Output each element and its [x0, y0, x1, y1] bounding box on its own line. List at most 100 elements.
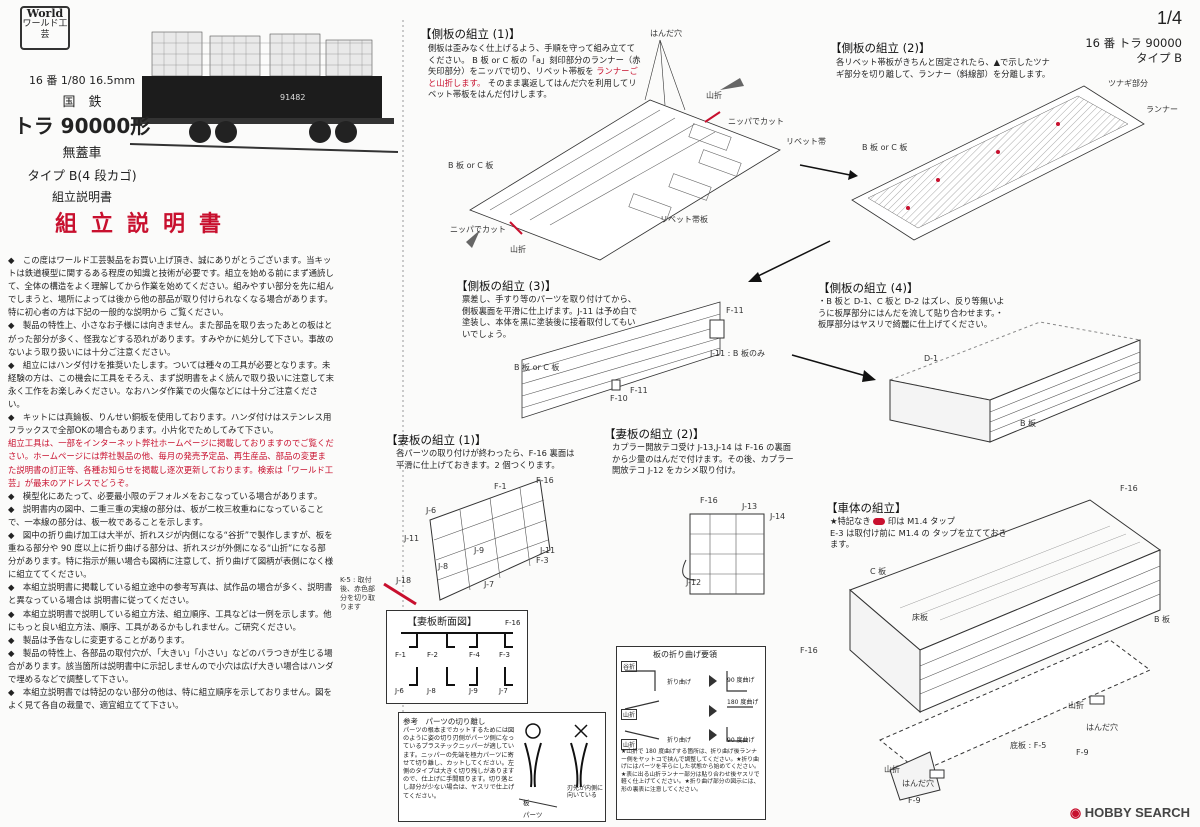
label-f16-c: F-16	[1120, 484, 1138, 493]
label-f3: F-3	[536, 556, 549, 565]
section1-text-red: ランナーごと山折します。	[428, 66, 638, 88]
end-panel-2-diagram	[682, 513, 765, 595]
sect-label: J-6	[395, 687, 404, 695]
section2-title: 【側板の組立 (2)】	[830, 41, 931, 55]
label-handa-ana-3: はんだ穴	[902, 779, 934, 788]
intro-para-red: 組立工具は、一部をインターネット弊社ホームページに掲載しておりますのでご覧くださ…	[8, 438, 334, 488]
railway-text: 国 鉄	[62, 95, 102, 110]
section5-text: 各パーツの取り付けが終わったら、F-16 裏面は平滑に仕上げておきます。2 個つ…	[396, 448, 575, 470]
arrow-s2-to-s3	[748, 240, 831, 282]
car-name: トラ 90000形	[13, 114, 151, 138]
fold-label: 折り曲げ	[667, 737, 692, 744]
fold-label: 180 度曲げ	[727, 699, 759, 706]
intro-para: ◆ 図中の折り曲げ加工は大半が、折れスジが内側になる“谷折”で製作しますが、板を…	[8, 529, 334, 580]
fold-label-mountain: 山折	[621, 709, 638, 720]
section1-text-line: そのまま裏返してはんだ穴を利用してリベット帯板をはんだ付けします。	[428, 77, 637, 100]
label-f16-d: F-16	[800, 646, 818, 655]
end-panel-section-title: 【妻板断面図】	[407, 617, 477, 628]
end-panel-section-box: 【妻板断面図】 F-16 F-1 F-2 F-4 F-3 J-6 J-8 J-9…	[386, 610, 528, 704]
label-yamaori-2: 山折	[510, 245, 526, 254]
label-f11-2: F-11	[630, 386, 648, 395]
section6-text: カプラー開放テコ受け J-13,J-14 は F-16 の裏面から少量のはんだで…	[612, 442, 794, 475]
intro-para: ◆ 製品の特性上、小さなお子様には向きません。また部品を取り去ったあとの板はとが…	[8, 320, 334, 357]
label-board: 板	[523, 799, 530, 807]
label-f1: F-1	[494, 482, 507, 491]
label-d1: D-1	[924, 354, 939, 363]
parts-cut-text: パーツの根本までカットするためには図のように姿の切り刃側がパーツ側になっているプ…	[403, 727, 515, 800]
section1-text-line: 側板は歪みなく仕上げるよう、手順を守って組み立ててください。	[428, 43, 636, 65]
label-parts: パーツ	[523, 811, 543, 819]
section4-text: ・B 板と D-1、C 板と D-2 はズレ、反り等無いように板厚部分にはんだを…	[818, 296, 1005, 329]
scale-text: 16 番 1/80 16.5mm	[28, 74, 136, 87]
end-panel-section-diagram	[401, 632, 513, 686]
label-b-plate: B 板	[1020, 419, 1037, 428]
intro-para: ◆ 模型化にあたって、必要最小限のデフォルメをおこなっている場合があります。	[8, 490, 323, 501]
label-blade-in: 刃先が内側に向いている	[567, 785, 604, 799]
sect-label: J-8	[427, 687, 436, 695]
intro-text-block: ◆ この度はワールド工芸製品をお買い上げ頂き、誠にありがとうございます。当キット…	[8, 254, 334, 712]
sect-label: J-9	[469, 687, 478, 695]
label-b-plate-2: B 板	[1154, 615, 1171, 624]
label-f9: F-9	[1076, 748, 1089, 757]
section7-title: 【車体の組立】	[826, 501, 907, 515]
sect-label: F-2	[427, 651, 439, 659]
label-rivet-band-plate: リベット帯板	[660, 215, 708, 224]
label-j6: J-6	[426, 506, 437, 515]
section2-text: 各リベット帯板がきちんと固定されたら、▲で示したツナギ部分を切り離して、ランナー…	[836, 57, 1051, 79]
logo-jp-text: ワールド工芸	[22, 19, 68, 40]
label-j18: J-18	[396, 576, 412, 585]
section7-text-1: ★特記なき	[830, 516, 871, 526]
label-j9: J-9	[474, 546, 485, 555]
sect-label: F-1	[395, 651, 407, 659]
section7-text: ★特記なき 印は M1.4 タップ E-3 は取付け前に M1.4 の タップを…	[830, 516, 1010, 551]
label-j12: J-12	[686, 578, 702, 587]
arrow-s1-to-s2	[799, 164, 858, 180]
arrow-s3-to-s4	[791, 354, 876, 382]
label-k5: K-5 : 取付後、赤色部分を切り取ります	[340, 576, 375, 611]
section3-title: 【側板の組立 (3)】	[456, 279, 557, 293]
label-handa-ana-2: はんだ穴	[1086, 723, 1118, 732]
body-assembly-diagram	[849, 499, 1162, 801]
label-b-or-c-plate-3: B 板 or C 板	[514, 363, 560, 372]
side-panel-1-diagram	[466, 39, 781, 261]
sect-label: F-4	[469, 651, 481, 659]
label-tsunagi: ツナギ部分	[1108, 79, 1148, 88]
fold-label-valley: 谷折	[621, 661, 638, 672]
red-dot-icon	[873, 518, 886, 525]
label-yamaori: 山折	[706, 91, 722, 100]
sect-label: J-7	[499, 687, 508, 695]
label-j11-2: J-11	[540, 546, 556, 555]
doc-type: 組立説明書	[51, 190, 112, 204]
side-panel-4-diagram	[888, 321, 1142, 443]
car-type: 無蓋車	[62, 146, 102, 161]
intro-para: ◆ 組立にはハンダ付けを推奨いたします。ついては種々の工具が必要となります。未経…	[8, 359, 334, 410]
main-title: 組立説明書	[55, 212, 236, 237]
label-f10: F-10	[610, 394, 628, 403]
section1-text-line: B 板 or C 板の「a」刻印部分のランナー（赤矢印部分）をニッパで切り、リベ…	[428, 54, 641, 77]
sect-label: F-3	[499, 651, 511, 659]
watermark-icon: ◉	[1069, 805, 1085, 820]
section1-text: 側板は歪みなく仕上げるよう、手順を守って組み立ててください。 B 板 or C …	[428, 43, 643, 101]
label-yamaori-3: 山折	[1068, 701, 1084, 710]
model-line2: タイプ B	[1135, 51, 1182, 65]
section7-text-3: E-3 は取付け前に M1.4 の タップを立てておきます。	[830, 527, 1007, 550]
section1-title: 【側板の組立 (1)】	[420, 27, 521, 41]
label-b-or-c-plate: B 板 or C 板	[448, 161, 494, 170]
label-c-plate: C 板	[870, 567, 887, 576]
intro-para: ◆ キットには真鍮板、りんせい銅板を使用しております。ハンダ付けはステンレス用フ…	[8, 412, 332, 436]
watermark-text: HOBBY SEARCH	[1084, 805, 1190, 820]
label-handa-ana: はんだ穴	[650, 29, 682, 38]
sect-label: F-16	[505, 619, 521, 627]
column-divider	[402, 20, 404, 810]
intro-para: ◆ 本組立説明書では特記のない部分の他は、特に組立順序を示しておりません。図をよ…	[8, 687, 332, 711]
section4-title: 【側板の組立 (4)】	[818, 281, 919, 295]
label-j11: J-11	[404, 534, 420, 543]
label-runner: ランナー	[1146, 105, 1178, 114]
intro-para: ◆ 本組立説明書に掲載している組立途中の参考写真は、試作品の場合が多く、説明書と…	[8, 582, 333, 606]
label-f9-2: F-9	[908, 796, 921, 805]
intro-para: ◆ 製品の特性上、各部品の取付穴が、「大きい」「小さい」などのバラつきが生じる場…	[8, 647, 334, 684]
section7-text-2: 印は M1.4 タップ	[887, 516, 956, 526]
parts-cut-reference-box: 参考 パーツの切り離し パーツの根本までカットするためには図のように姿の切り刃側…	[398, 712, 606, 822]
fold-label: 90 度曲げ	[727, 737, 755, 744]
section6-title: 【妻板の組立 (2)】	[604, 427, 705, 441]
